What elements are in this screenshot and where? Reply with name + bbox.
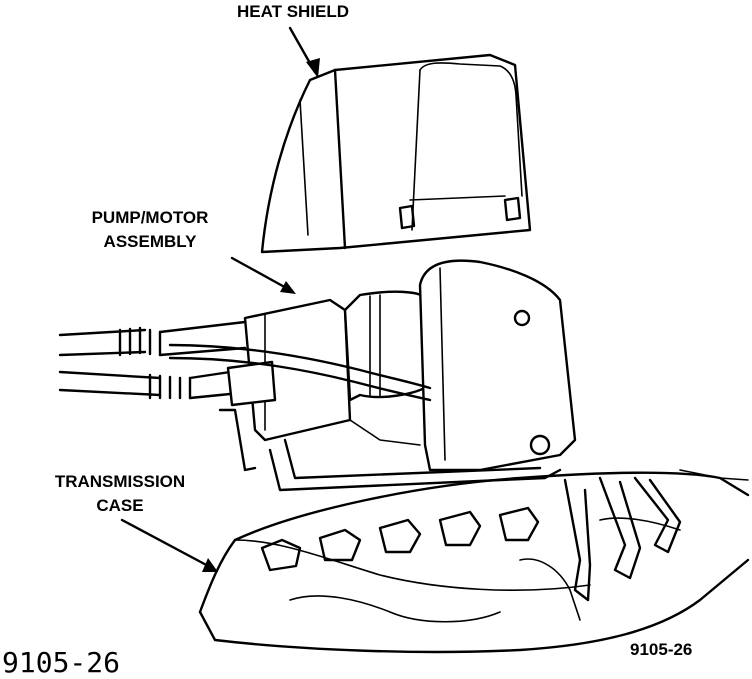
heat-shield-label: HEAT SHIELD [236, 2, 350, 21]
figure-number-large: 9105-26 [2, 646, 121, 679]
figure-number-small: 9105-26 [630, 640, 693, 659]
pump-motor-label-line1: PUMP/MOTOR [91, 208, 209, 227]
heat-shield-drawing [260, 53, 532, 254]
transmission-case-label-line2: CASE [96, 496, 144, 515]
pump-motor-drawing [58, 259, 577, 492]
leader-arrows [120, 26, 320, 572]
transmission-case-drawing [198, 469, 750, 654]
transmission-case-label-line1: TRANSMISSION [54, 472, 186, 491]
pump-motor-label-line2: ASSEMBLY [103, 232, 197, 251]
